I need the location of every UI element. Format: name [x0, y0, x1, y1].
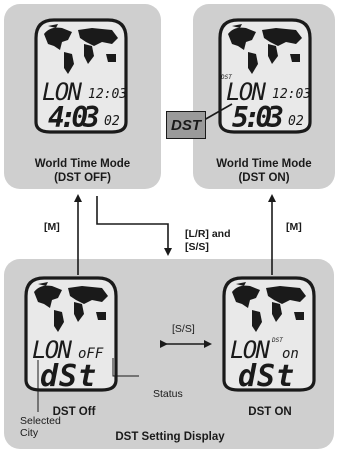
- dst-setting-display-title: DST Setting Display: [115, 431, 225, 443]
- dst-status: oFF: [78, 346, 104, 362]
- city-code: LON: [32, 336, 73, 364]
- dst-status: on: [282, 346, 299, 362]
- city-code: LON: [42, 78, 83, 106]
- world-map-icon: [44, 24, 118, 74]
- watch-world-time-dst-off: LON 12:03 4:03 02: [28, 12, 134, 143]
- lr-ss-line-1: [L/R] and: [185, 228, 231, 240]
- watch-dst-on: LON DST on dSt: [216, 270, 322, 401]
- small-time: 12:03: [272, 87, 311, 102]
- m-button-label-left: [M]: [44, 221, 60, 233]
- seconds: 02: [288, 114, 304, 129]
- caption-line-2: (DST ON): [238, 172, 290, 184]
- selected-line-2: City: [20, 427, 39, 439]
- ss-button-label: [S/S]: [172, 323, 195, 335]
- dst-callout-box: DST: [166, 111, 206, 139]
- lr-ss-arrow: [96, 196, 172, 256]
- caption-dst-on: DST ON: [248, 406, 292, 418]
- caption-line-1: World Time Mode: [216, 158, 312, 170]
- city-code: LON: [226, 78, 267, 106]
- caption-dst-off: DST Off: [52, 406, 96, 418]
- world-map-icon: [34, 282, 108, 332]
- big-time: 4:03: [48, 101, 100, 134]
- world-map-icon: [232, 282, 306, 332]
- status-annotation: Status: [153, 388, 183, 400]
- caption-line-2: (DST OFF): [54, 172, 111, 184]
- big-time: 5:03: [232, 101, 284, 134]
- world-map-icon: [228, 24, 302, 74]
- seconds: 02: [104, 114, 120, 129]
- city-code: LON: [230, 336, 271, 364]
- dst-indicator: DST: [271, 337, 283, 344]
- watch-world-time-dst-on: LON DST 12:03 5:03 02: [212, 12, 318, 143]
- dst-word: dSt: [40, 359, 96, 394]
- caption-world-time-dst-off: World Time Mode (DST OFF): [4, 157, 161, 185]
- m-button-label-right: [M]: [286, 221, 302, 233]
- selected-line-1: Selected: [20, 415, 61, 427]
- status-pointer-line: [112, 358, 139, 377]
- lr-ss-label: [L/R] and [S/S]: [185, 228, 231, 254]
- watch-dst-off: LON oFF dSt: [18, 270, 124, 401]
- caption-line-1: World Time Mode: [34, 158, 131, 170]
- dst-indicator: DST: [220, 74, 232, 81]
- caption-world-time-dst-on: World Time Mode (DST ON): [193, 157, 335, 185]
- small-time: 12:03: [88, 87, 127, 102]
- lr-ss-line-2: [S/S]: [185, 241, 209, 253]
- selected-city-annotation: Selected City: [20, 415, 61, 439]
- dst-word: dSt: [238, 359, 294, 394]
